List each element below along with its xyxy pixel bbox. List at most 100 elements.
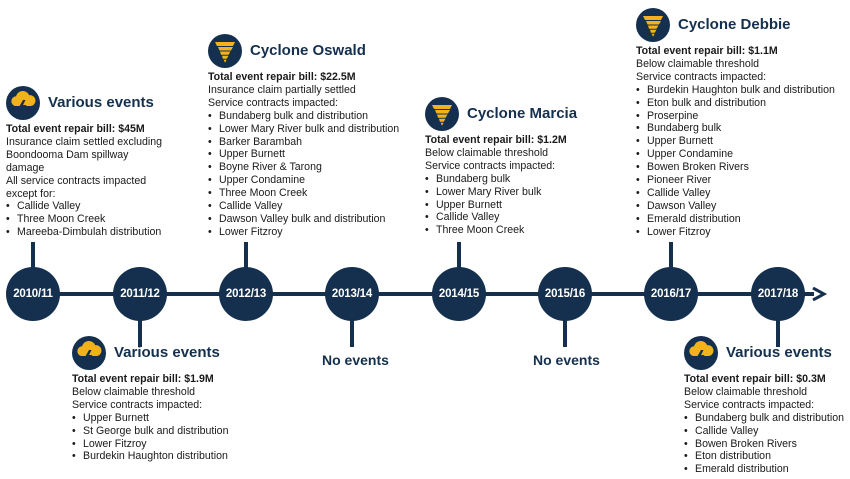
event-note: Service contracts impacted: <box>425 159 556 172</box>
list-item: Bowen Broken Rivers <box>684 438 848 451</box>
list-item: Bundaberg bulk <box>636 122 846 135</box>
event-note: Service contracts impacted: <box>684 398 815 411</box>
impacted-contracts-list: Bundaberg bulk and distribution Lower Ma… <box>208 110 408 239</box>
event-note: Service contracts impacted: <box>208 96 339 109</box>
impacted-contracts-list: Burdekin Haughton bulk and distribution … <box>636 84 846 239</box>
event-repair-bill: Total event repair bill: $0.3M <box>684 373 826 385</box>
year-node-2017-18: 2017/18 <box>751 267 805 321</box>
impacted-contracts-list: Upper Burnett St George bulk and distrib… <box>72 412 252 464</box>
event-title: Cyclone Marcia <box>467 104 578 122</box>
list-item: Upper Condamine <box>636 148 846 161</box>
year-node-2015-16: 2015/16 <box>538 267 592 321</box>
storm-cloud-icon <box>72 336 106 370</box>
no-events-2015-16: No events <box>533 352 600 368</box>
event-note: Service contracts impacted: <box>72 398 203 411</box>
year-node-2013-14: 2013/14 <box>325 267 379 321</box>
list-item: Dawson Valley <box>636 200 846 213</box>
list-item: Lower Fitzroy <box>208 226 408 239</box>
list-item: Dawson Valley bulk and distribution <box>208 213 408 226</box>
list-item: Upper Burnett <box>208 148 408 161</box>
storm-cloud-icon <box>684 336 718 370</box>
list-item: Boyne River & Tarong <box>208 161 408 174</box>
stem-2010 <box>31 242 35 269</box>
year-node-2010-11: 2010/11 <box>6 267 60 321</box>
year-node-2016-17: 2016/17 <box>644 267 698 321</box>
event-note: Below claimable threshold <box>72 385 196 398</box>
event-note: Below claimable threshold <box>684 385 808 398</box>
event-note: Service contracts impacted: <box>636 70 767 83</box>
cyclone-icon <box>636 8 670 42</box>
list-item: Callide Valley <box>425 211 605 224</box>
event-note: Insurance claim settled excluding <box>6 135 163 148</box>
list-item: Lower Mary River bulk <box>425 186 605 199</box>
list-item: Lower Fitzroy <box>72 438 252 451</box>
event-repair-bill: Total event repair bill: $22.5M <box>208 71 356 83</box>
list-item: Callide Valley <box>208 200 408 213</box>
event-note: Below claimable threshold <box>636 57 760 70</box>
event-title: Various events <box>726 343 832 361</box>
list-item: Eton distribution <box>684 450 848 463</box>
list-item: Callide Valley <box>6 200 176 213</box>
list-item: Upper Burnett <box>425 199 605 212</box>
impacted-contracts-list: Callide Valley Three Moon Creek Mareeba-… <box>6 200 176 239</box>
event-2010-11: Various events Total event repair bill: … <box>6 86 176 239</box>
impacted-contracts-list: Bundaberg bulk Lower Mary River bulk Upp… <box>425 173 605 238</box>
list-item: Pioneer River <box>636 174 846 187</box>
list-item: Bowen Broken Rivers <box>636 161 846 174</box>
year-node-2014-15: 2014/15 <box>432 267 486 321</box>
event-repair-bill: Total event repair bill: $45M <box>6 123 145 135</box>
year-node-2011-12: 2011/12 <box>113 267 167 321</box>
stem-2012 <box>244 242 248 269</box>
event-note: Insurance claim partially settled <box>208 83 356 96</box>
event-note: Below claimable threshold <box>425 146 549 159</box>
stem-2017 <box>776 320 780 347</box>
list-item: Eton bulk and distribution <box>636 97 846 110</box>
list-item: Bundaberg bulk and distribution <box>208 110 408 123</box>
list-item: Lower Fitzroy <box>636 226 846 239</box>
list-item: St George bulk and distribution <box>72 425 252 438</box>
list-item: Burdekin Haughton bulk and distribution <box>636 84 846 97</box>
event-note: Boondooma Dam spillway <box>6 148 129 161</box>
cyclone-icon <box>208 34 242 68</box>
list-item: Upper Burnett <box>72 412 252 425</box>
timeline-arrow-icon <box>812 287 828 301</box>
impacted-contracts-list: Bundaberg bulk and distribution Callide … <box>684 412 848 477</box>
event-repair-bill: Total event repair bill: $1.9M <box>72 373 214 385</box>
list-item: Callide Valley <box>684 425 848 438</box>
event-title: Cyclone Oswald <box>250 41 366 59</box>
list-item: Three Moon Creek <box>208 187 408 200</box>
list-item: Three Moon Creek <box>6 213 176 226</box>
event-2014-15: Cyclone Marcia Total event repair bill: … <box>425 97 605 237</box>
list-item: Barker Barambah <box>208 136 408 149</box>
list-item: Upper Condamine <box>208 174 408 187</box>
list-item: Bundaberg bulk <box>425 173 605 186</box>
list-item: Mareeba-Dimbulah distribution <box>6 226 176 239</box>
event-2011-12: Various events Total event repair bill: … <box>72 336 252 463</box>
event-note: damage <box>6 161 45 174</box>
stem-2011 <box>138 320 142 347</box>
year-node-2012-13: 2012/13 <box>219 267 273 321</box>
storm-cloud-icon <box>6 86 40 120</box>
event-repair-bill: Total event repair bill: $1.1M <box>636 45 778 57</box>
list-item: Emerald distribution <box>636 213 846 226</box>
event-2017-18: Various events Total event repair bill: … <box>684 336 848 476</box>
list-item: Emerald distribution <box>684 463 848 476</box>
stem-2014 <box>457 242 461 269</box>
event-title: Various events <box>114 343 220 361</box>
event-title: Various events <box>48 93 154 111</box>
event-note: except for: <box>6 187 56 200</box>
event-2016-17: Cyclone Debbie Total event repair bill: … <box>636 8 846 239</box>
stem-2013 <box>350 320 354 347</box>
list-item: Lower Mary River bulk and distribution <box>208 123 408 136</box>
timeline-axis <box>18 292 814 296</box>
event-note: All service contracts impacted <box>6 174 147 187</box>
cyclone-icon <box>425 97 459 131</box>
list-item: Upper Burnett <box>636 135 846 148</box>
event-2012-13: Cyclone Oswald Total event repair bill: … <box>208 34 408 239</box>
list-item: Three Moon Creek <box>425 224 605 237</box>
event-repair-bill: Total event repair bill: $1.2M <box>425 134 567 146</box>
no-events-2013-14: No events <box>322 352 389 368</box>
list-item: Callide Valley <box>636 187 846 200</box>
event-title: Cyclone Debbie <box>678 15 791 33</box>
list-item: Bundaberg bulk and distribution <box>684 412 848 425</box>
